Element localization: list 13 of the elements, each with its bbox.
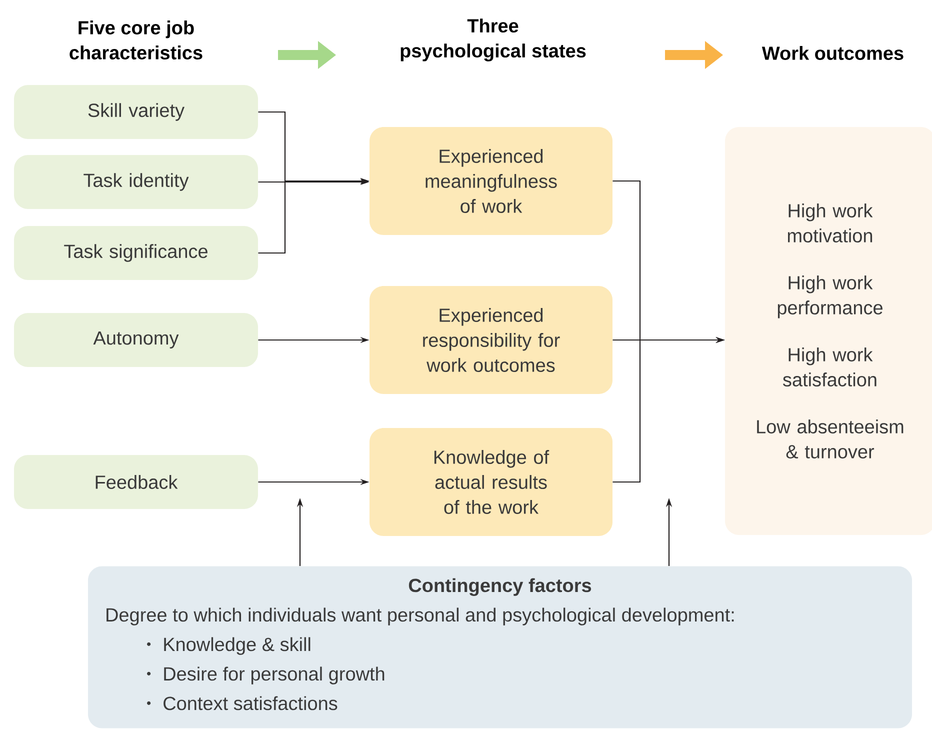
job-characteristic-box: Feedback (14, 455, 258, 509)
job-characteristic-box: Task identity (14, 155, 258, 209)
job-characteristic-box: Autonomy (14, 313, 258, 367)
column-heading: Work outcomes (762, 46, 904, 60)
job-characteristic-box: Skill variety (14, 85, 258, 139)
contingency-box: Contingency factors Degree to which individuals want personal and psychological development: Knowledge & skill Desire for personal growth Context satisfactions (88, 566, 912, 728)
state-box: Experienced meaningfulness of work (370, 127, 612, 235)
state-box: Knowledge of actual results of the work (370, 428, 612, 536)
job-characteristic-box: Task significance (14, 226, 258, 280)
outcomes-box: High work motivation High work performance High work satisfaction Low absenteeism & turnover (725, 127, 932, 535)
column-heading: Three psychological states (400, 18, 586, 62)
state-box: Experienced responsibility for work outcomes (370, 286, 612, 394)
column-heading: Five core job characteristics (70, 20, 202, 60)
